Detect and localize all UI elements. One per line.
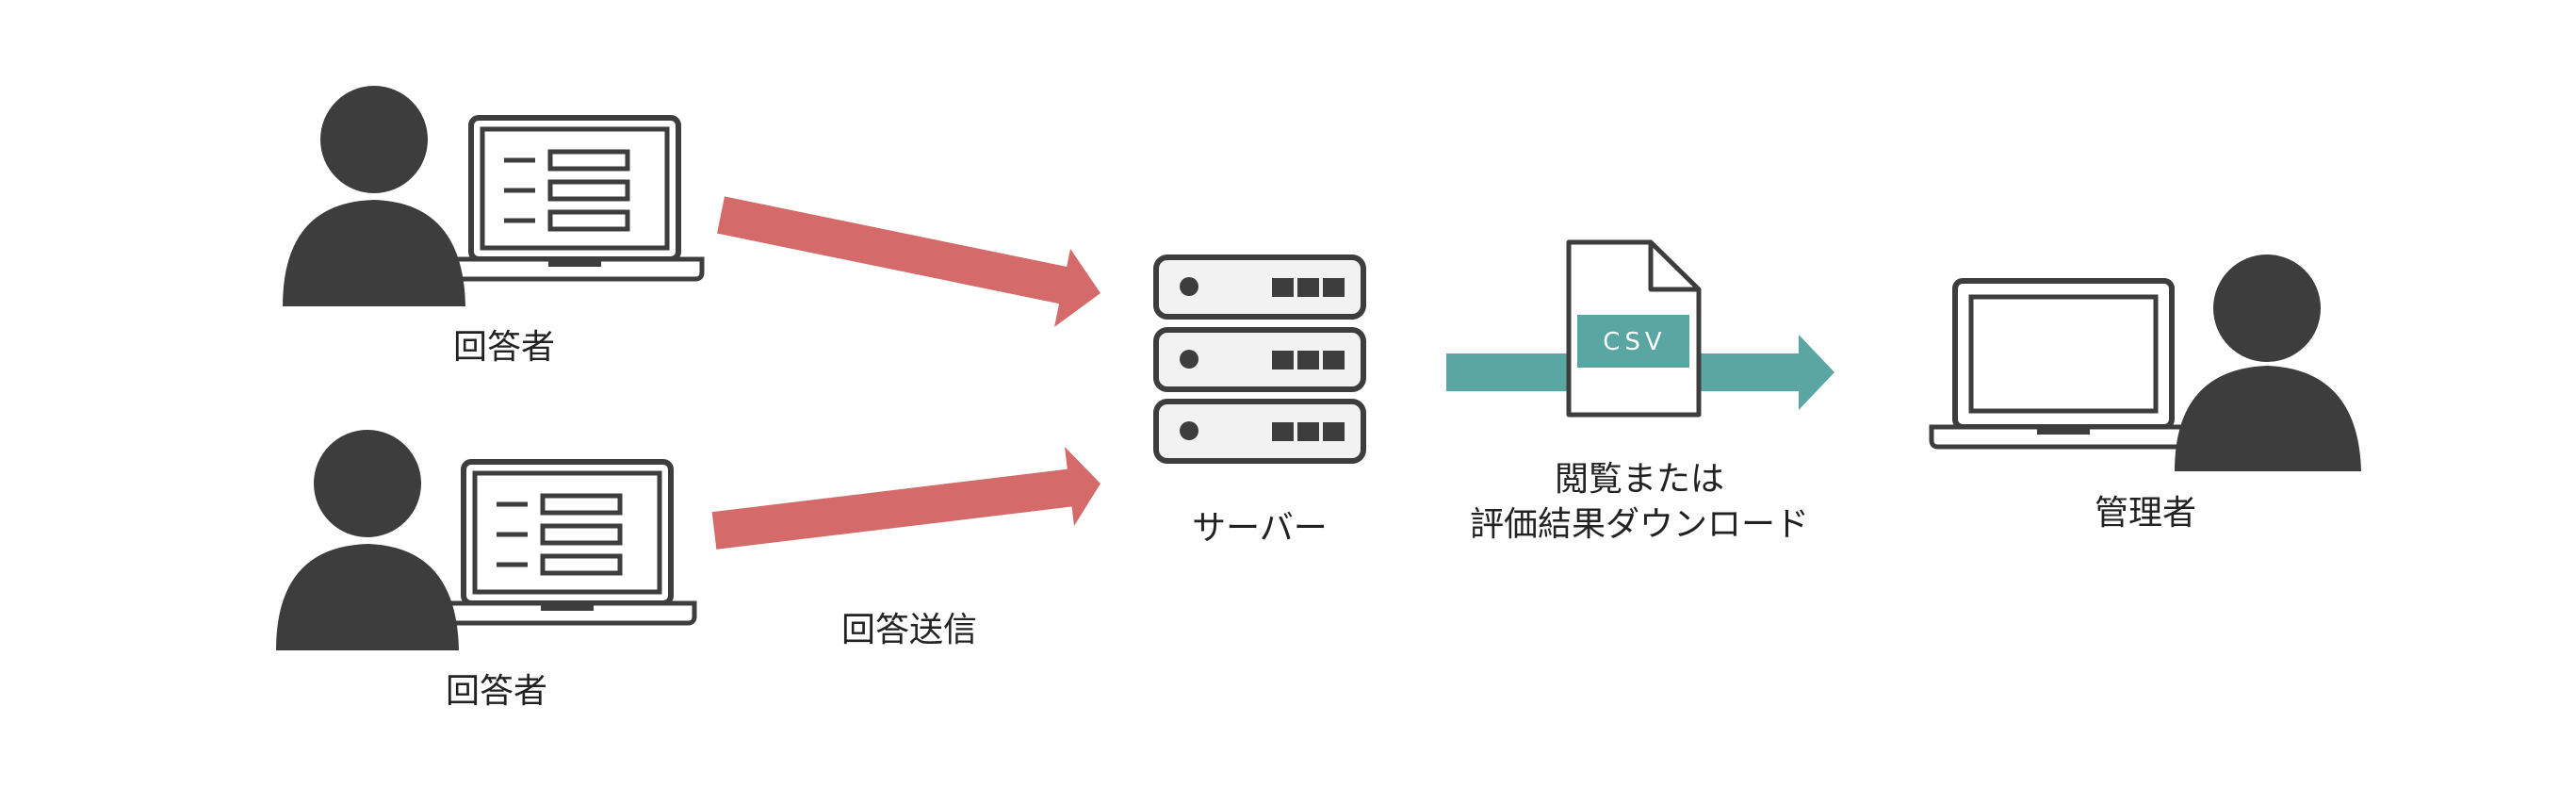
server-label: サーバー [1192,509,1328,548]
person-icon [2175,254,2361,471]
respondent-label-top: 回答者 [453,328,555,367]
file-icon: CSV [1566,239,1702,418]
submit-arrows: 回答送信 [711,196,1101,649]
arrow-icon [711,447,1101,550]
server: サーバー [1153,254,1366,548]
download-label-line2: 評価結果ダウンロード [1470,505,1809,544]
laptop-icon [1929,278,2198,450]
download-flow: CSV 閲覧または 評価結果ダウンロード [1446,239,1834,544]
csv-badge-label: CSV [1603,328,1666,356]
admin-label: 管理者 [2095,494,2196,533]
respondent-top: 回答者 [283,86,705,367]
arrow-icon [716,196,1101,327]
submit-label: 回答送信 [841,611,977,649]
person-icon [283,86,465,306]
download-label-line1: 閲覧または [1555,460,1724,499]
form-icon [504,149,630,232]
respondent-bottom: 回答者 [276,430,697,711]
administrator: 管理者 [1929,254,2361,533]
respondent-label-bottom: 回答者 [446,672,547,711]
server-icon [1153,254,1366,464]
form-icon [497,493,623,576]
person-icon [276,430,459,650]
